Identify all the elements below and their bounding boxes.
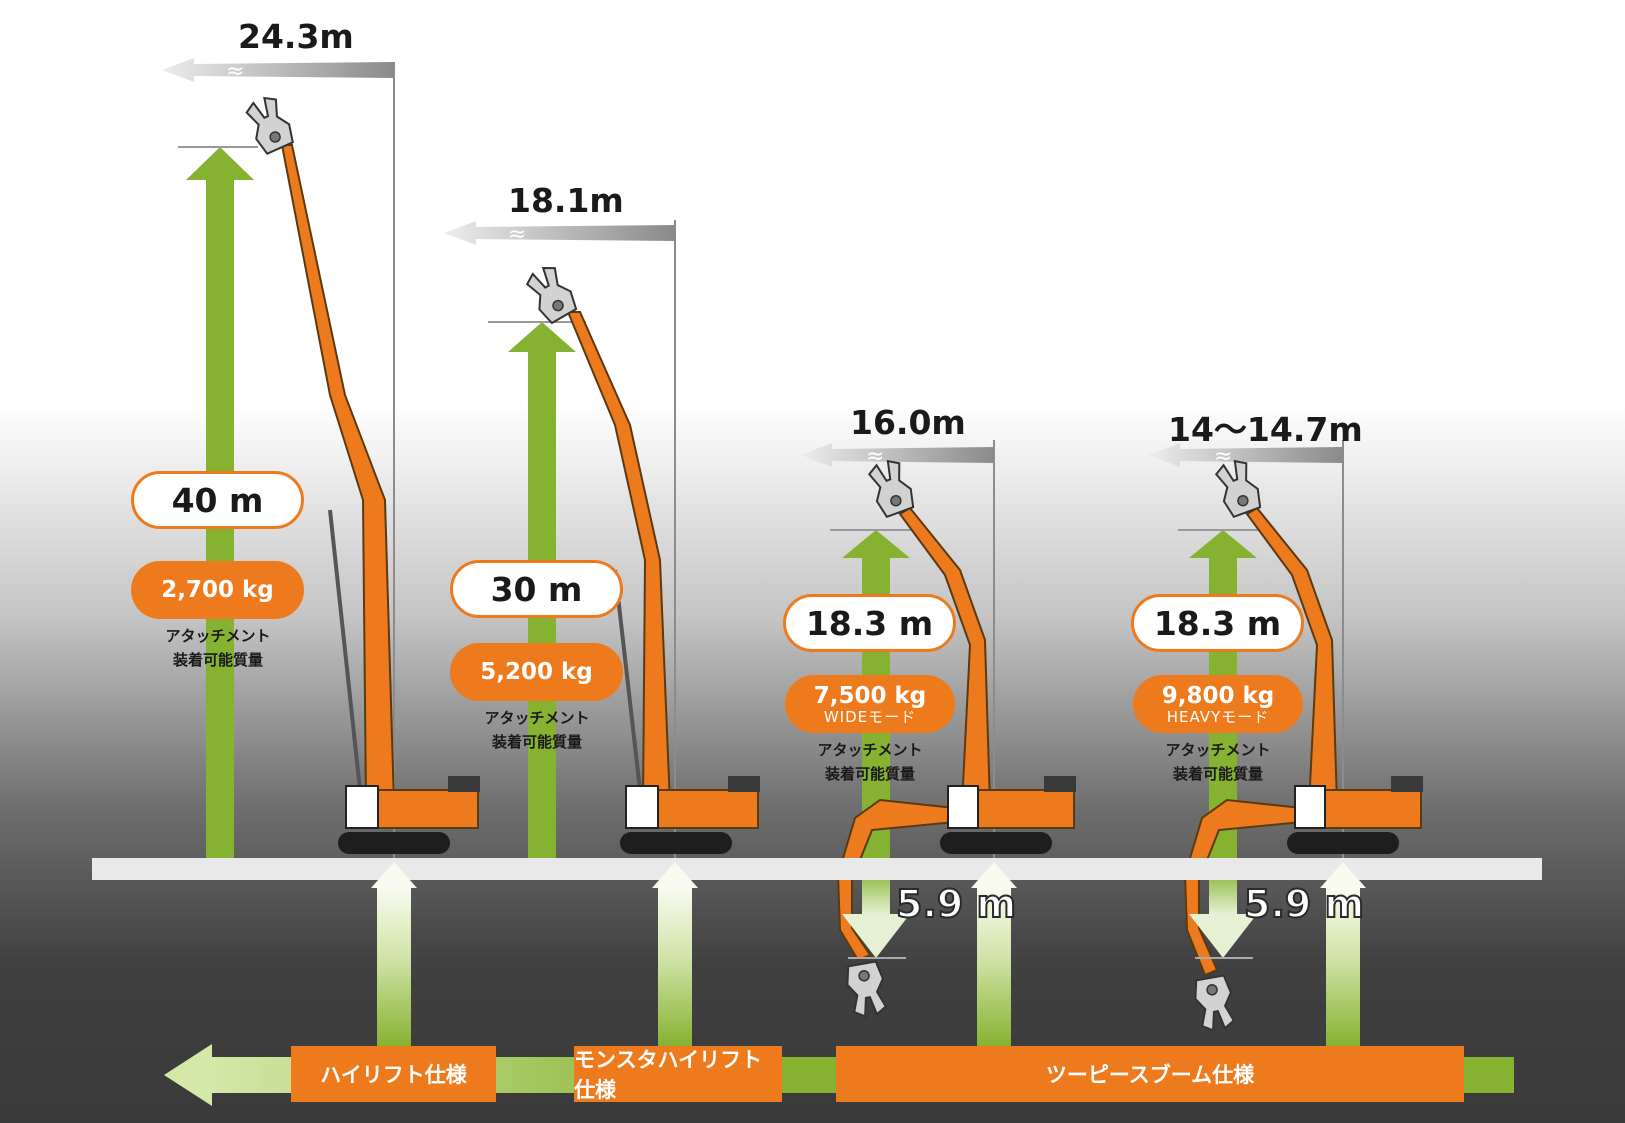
track-2 xyxy=(620,832,732,854)
capacity-value-1: 2,700 kg xyxy=(161,577,274,603)
spec-connector-1 xyxy=(377,888,411,1046)
capacity-badge-1: 2,700 kg xyxy=(131,561,304,619)
height-arrow-2-head xyxy=(508,322,576,352)
height-badge-2: 30 m xyxy=(450,560,623,618)
track-3 xyxy=(940,832,1052,854)
spec-label-two-piece-boom: ツーピースブーム仕様 xyxy=(836,1046,1464,1102)
mode-label-4: HEAVYモード xyxy=(1166,708,1270,726)
shear-4-bottom-icon xyxy=(1191,973,1238,1034)
capacity-caption-3-line2: 装着可能質量 xyxy=(824,765,915,783)
height-badge-3: 18.3 m xyxy=(783,594,956,652)
height-arrow-1-head xyxy=(186,147,254,180)
height-arrow-4-head xyxy=(1189,530,1257,558)
mode-label-3: WIDEモード xyxy=(823,708,917,726)
reach-label-3: 16.0m xyxy=(850,403,966,442)
boom-1 xyxy=(280,144,396,806)
boom-2 xyxy=(566,311,672,806)
cab-4 xyxy=(1294,785,1326,829)
boom-2-hydraulic xyxy=(613,569,642,791)
capacity-caption-4: アタッチメント 装着可能質量 xyxy=(1128,738,1308,786)
spec-connector-2 xyxy=(658,888,692,1046)
capacity-caption-1-line1: アタッチメント xyxy=(165,627,271,645)
capacity-caption-2-line1: アタッチメント xyxy=(484,709,590,727)
capacity-badge-4: 9,800 kg HEAVYモード xyxy=(1133,675,1303,733)
capacity-caption-4-line2: 装着可能質量 xyxy=(1172,765,1263,783)
spec-connector-3-head xyxy=(971,862,1017,888)
capacity-value-3: 7,500 kg xyxy=(813,683,927,709)
boom-1-hydraulic xyxy=(328,509,362,791)
spec-connector-4-head xyxy=(1320,862,1366,888)
reach-label-4: 14〜14.7m xyxy=(1168,410,1363,449)
depth-arrow-4-shaft xyxy=(1209,880,1237,914)
machine-4: ≈ xyxy=(1148,440,1423,1034)
spec-label-high-lift: ハイリフト仕様 xyxy=(291,1046,496,1102)
body-2 xyxy=(653,789,759,829)
counterweight-4 xyxy=(1391,776,1423,792)
capacity-caption-3-line1: アタッチメント xyxy=(817,741,923,759)
capacity-caption-4-line1: アタッチメント xyxy=(1165,741,1271,759)
spec-connector-3 xyxy=(977,888,1011,1046)
capacity-caption-3: アタッチメント 装着可能質量 xyxy=(780,738,960,786)
depth-label-4: 5.9 m xyxy=(1243,881,1365,927)
spec-connector-2-head xyxy=(652,862,698,888)
body-4 xyxy=(1316,789,1422,829)
counterweight-3 xyxy=(1044,776,1076,792)
reach-break-4: ≈ xyxy=(1214,444,1232,469)
capacity-caption-1: アタッチメント 装着可能質量 xyxy=(128,624,308,672)
spec-band-arrowhead xyxy=(164,1044,212,1106)
counterweight-1 xyxy=(448,776,480,792)
reach-arrow-3 xyxy=(800,443,994,467)
height-badge-1: 40 m xyxy=(131,471,304,529)
height-arrow-3-head xyxy=(842,530,910,558)
track-4 xyxy=(1287,832,1399,854)
reach-arrow-1 xyxy=(162,58,394,82)
cab-2 xyxy=(625,785,659,829)
spec-connector-4 xyxy=(1326,888,1360,1046)
reach-label-1: 24.3m xyxy=(238,17,354,56)
machine-1: ≈ xyxy=(162,58,480,858)
capacity-badge-3: 7,500 kg WIDEモード xyxy=(785,675,955,733)
capacity-badge-2: 5,200 kg xyxy=(450,643,623,701)
capacity-caption-1-line2: 装着可能質量 xyxy=(172,651,263,669)
body-1 xyxy=(373,789,479,829)
cab-3 xyxy=(947,785,979,829)
capacity-value-4: 9,800 kg xyxy=(1161,683,1275,709)
reach-break-3: ≈ xyxy=(866,444,884,469)
counterweight-2 xyxy=(728,776,760,792)
height-badge-4: 18.3 m xyxy=(1131,594,1304,652)
reach-arrow-4 xyxy=(1148,443,1343,467)
capacity-caption-2: アタッチメント 装着可能質量 xyxy=(447,706,627,754)
shear-3-bottom-icon xyxy=(843,959,890,1020)
depth-label-3: 5.9 m xyxy=(895,881,1017,927)
track-1 xyxy=(338,832,450,854)
machine-2: ≈ xyxy=(444,220,760,858)
reach-break-2: ≈ xyxy=(508,222,526,247)
depth-arrow-4-head xyxy=(1189,914,1257,958)
capacity-value-2: 5,200 kg xyxy=(480,659,593,685)
reach-arrow-2 xyxy=(444,221,675,245)
cab-1 xyxy=(345,785,379,829)
spec-connector-1-head xyxy=(371,862,417,888)
ground-line xyxy=(92,858,1542,880)
reach-label-2: 18.1m xyxy=(508,181,624,220)
spec-label-monster-high-lift: モンスタハイリフト仕様 xyxy=(574,1046,782,1102)
depth-arrow-3-shaft xyxy=(862,880,890,914)
capacity-caption-2-line2: 装着可能質量 xyxy=(491,733,582,751)
depth-arrow-3-head xyxy=(842,914,910,958)
reach-break-1: ≈ xyxy=(226,59,244,84)
body-3 xyxy=(969,789,1075,829)
